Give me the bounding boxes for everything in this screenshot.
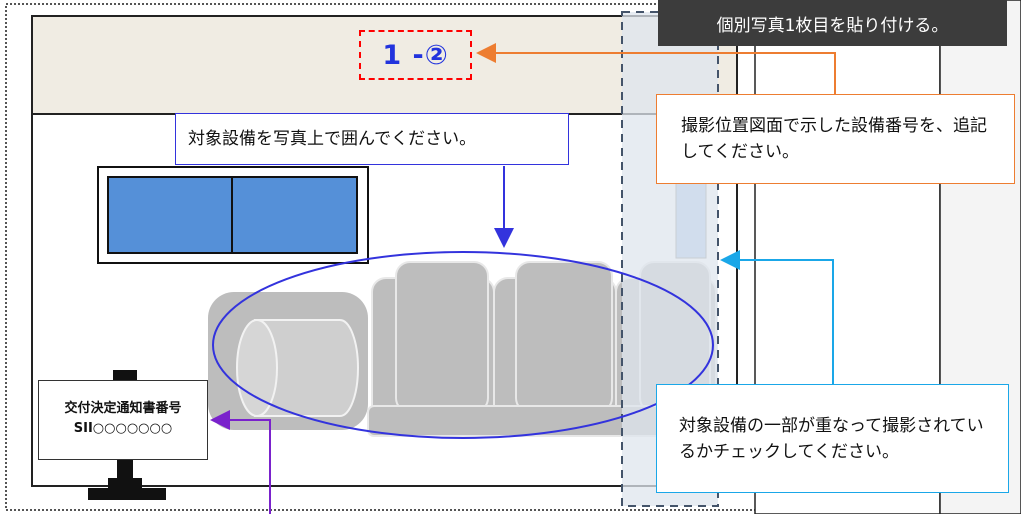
window-pane-right <box>231 176 358 254</box>
notice-sign-number: SII○○○○○○○ <box>73 421 173 436</box>
callout-add-number-text: 撮影位置図面で示した設備番号を、追記してください。 <box>681 116 987 162</box>
callout-enclose: 対象設備を写真上で囲んでください。 <box>175 113 569 165</box>
sign-base <box>88 488 166 500</box>
equipment-number-label: 1 -② <box>359 30 472 80</box>
equipment-unit-2-top <box>515 261 613 413</box>
cyan-connector <box>720 250 834 385</box>
target-ellipse <box>212 251 714 439</box>
window-pane-left-fixed <box>107 176 233 254</box>
equipment-number-text: 1 -② <box>382 39 449 71</box>
notice-sign-title: 交付決定通知書番号 <box>64 401 182 416</box>
purple-connector <box>210 410 271 514</box>
sign-post-cap <box>113 370 137 380</box>
callout-enclose-text: 対象設備を写真上で囲んでください。 <box>188 129 477 149</box>
callout-overlap: 対象設備の一部が重なって撮影されているかチェックしてください。 <box>656 384 1009 493</box>
instruction-banner-text: 個別写真1枚目を貼り付ける。 <box>716 15 949 36</box>
instruction-banner: 個別写真1枚目を貼り付ける。 <box>658 0 1007 46</box>
notice-sign: 交付決定通知書番号 SII○○○○○○○ <box>38 380 208 460</box>
callout-overlap-text: 対象設備の一部が重なって撮影されているかチェックしてください。 <box>679 415 984 462</box>
equipment-tank-end <box>236 319 278 417</box>
callout-add-number: 撮影位置図面で示した設備番号を、追記してください。 <box>656 94 1015 184</box>
equipment-unit-1-top <box>395 261 489 413</box>
sign-foot <box>108 478 142 492</box>
equipment-tank <box>254 319 359 417</box>
orange-connector <box>476 43 836 94</box>
